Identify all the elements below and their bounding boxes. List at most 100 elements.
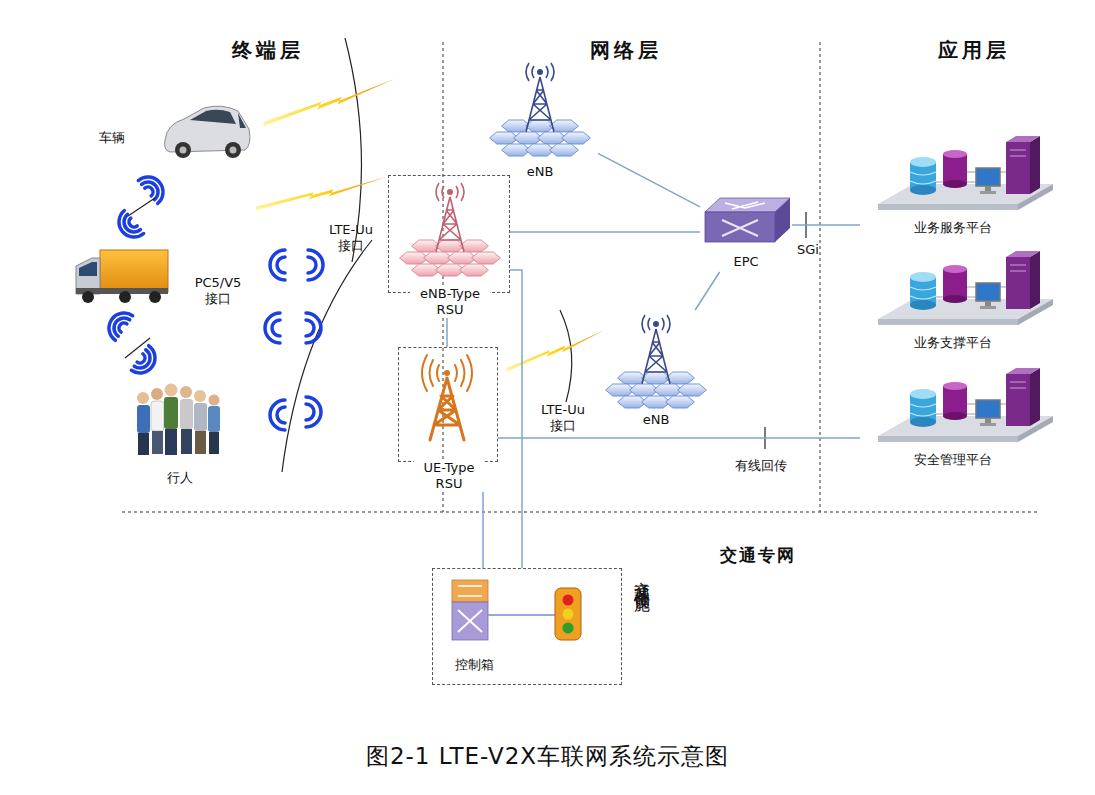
node-label: eNB-Type RSU [410, 286, 490, 318]
pedestrian-icon [180, 386, 192, 398]
pedestrian-icon [209, 432, 219, 454]
control-box-icon [452, 602, 488, 640]
ue-rsu-icon [430, 378, 464, 440]
epc-switch-icon [775, 198, 790, 242]
interface-label: LTE-Uu 接口 [322, 222, 380, 254]
wireless-wave [103, 307, 132, 340]
control-box-icon [488, 614, 555, 616]
car-icon [230, 147, 237, 154]
car-icon [238, 113, 246, 128]
epc-switch-icon [725, 202, 765, 209]
node-label: 交通基础设施 [633, 568, 651, 586]
infrastructure-box: 交通基础设施控制箱 [432, 568, 622, 685]
connector-line [510, 231, 700, 233]
layer-heading: 应用层 [938, 38, 1010, 63]
wireless-wave [270, 400, 285, 430]
node-label: UE-Type RSU [414, 460, 484, 492]
figure-caption: 图2-1 LTE-V2X车联网系统示意图 [0, 742, 1095, 770]
traffic-light-icon [563, 609, 574, 620]
connector-label: 有线回传 [735, 458, 787, 474]
epc-switch-icon [705, 198, 790, 212]
pedestrian-node: 行人 [130, 378, 230, 490]
radio-bolt [260, 79, 399, 126]
interface-arc [282, 240, 372, 472]
pedestrian-icon [165, 429, 177, 455]
layer-divider [443, 42, 444, 512]
node-label: 业务服务平台 [860, 220, 1045, 236]
node-label: 行人 [130, 470, 230, 486]
enb-rsu-icon [400, 183, 501, 276]
connector-line [695, 272, 719, 310]
wireless-wave [125, 338, 150, 358]
truck-icon [76, 250, 168, 303]
car-icon [190, 110, 236, 124]
traffic-light-icon [563, 595, 574, 606]
control-box-icon [458, 586, 482, 596]
control-box-icon [452, 580, 555, 640]
node-label: 业务支撑平台 [860, 335, 1045, 351]
wireless-wave [131, 346, 160, 379]
pedestrian-icon [194, 390, 206, 402]
wireless-wave [306, 313, 321, 343]
interface-label: PC5/V5 接口 [188, 275, 248, 307]
pedestrian-icon [137, 384, 220, 456]
pedestrian-icon [138, 433, 149, 455]
radio-bolt [254, 177, 389, 211]
platform-node: 业务服务平台 [860, 130, 1045, 240]
pedestrian-icon [164, 397, 178, 429]
pedestrian-icon [180, 399, 193, 429]
traffic-light-icon [555, 588, 581, 640]
platform-node: 业务支撑平台 [860, 245, 1045, 355]
traffic-light-icon [555, 588, 581, 640]
truck-icon [119, 291, 131, 303]
radio-bolt [254, 79, 609, 372]
layer-heading: 终端层 [232, 38, 304, 63]
platform-icon [878, 368, 1053, 442]
wireless-wave [306, 397, 321, 427]
truck-icon [149, 291, 161, 303]
layer-divider [820, 42, 821, 512]
pedestrian-icon [181, 429, 192, 454]
enb-icon [642, 315, 670, 384]
wireless-wave [128, 198, 155, 216]
node-label: 控制箱 [441, 657, 507, 673]
epc-node: EPC [700, 190, 792, 272]
vehicle-node: 车辆 [95, 100, 250, 162]
car-icon [225, 142, 241, 158]
pedestrian-icon [152, 431, 163, 454]
connector-line [510, 270, 522, 568]
enb-rsu-icon [400, 240, 501, 276]
platform-icon [878, 251, 1053, 325]
wireless-wave [270, 250, 285, 280]
pedestrian-icon [151, 388, 163, 400]
enb-node: eNB [482, 62, 598, 184]
interface-label: 交通专网 [720, 545, 796, 566]
control-box-node: 控制箱 [441, 577, 507, 677]
epc-switch-icon [705, 212, 775, 242]
enb-icon [526, 63, 554, 132]
enb-icon [606, 372, 707, 408]
node-label: EPC [700, 254, 792, 270]
truck-icon [82, 291, 94, 303]
control-box-icon [452, 580, 488, 602]
connector-line [598, 153, 700, 207]
node-label: eNB [482, 164, 598, 180]
connector-line [498, 437, 860, 439]
layer-heading: 网络层 [590, 38, 662, 63]
enb-node: eNB [598, 310, 714, 432]
pedestrian-icon [151, 401, 164, 431]
ue-rsu-icon [422, 355, 472, 440]
node-label: 车辆 [99, 130, 139, 146]
car-icon [165, 106, 250, 158]
layer-divider [122, 512, 1040, 513]
wireless-wave [103, 171, 323, 430]
interface-arc [560, 310, 572, 402]
interface-label: LTE-Uu 接口 [534, 402, 592, 434]
pedestrian-icon [194, 403, 207, 431]
connector-label: SGi [797, 242, 819, 258]
rsu-box: UE-Type RSU [398, 347, 498, 462]
node-label: eNB [598, 412, 714, 428]
node-label: 安全管理平台 [860, 452, 1045, 468]
